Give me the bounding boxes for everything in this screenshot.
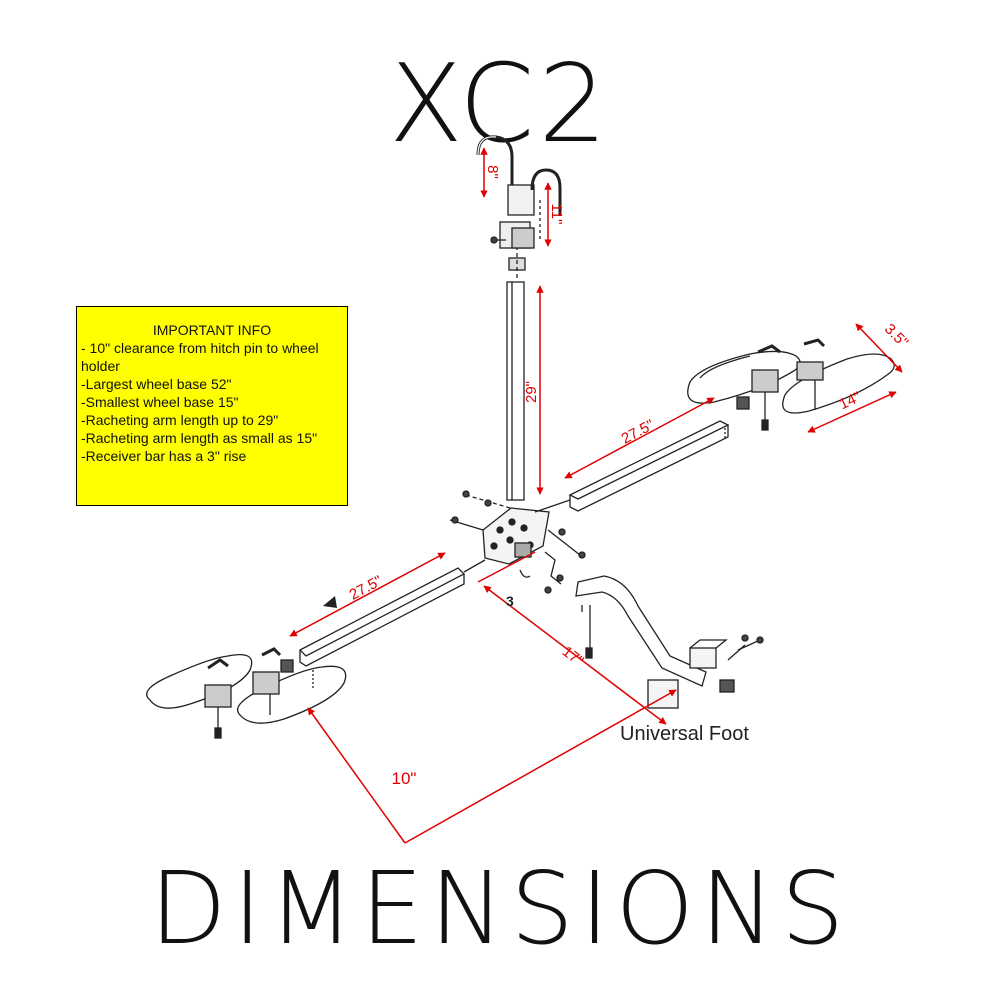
info-line: -Racheting arm length as small as 15" [81, 430, 318, 446]
important-info-box: IMPORTANT INFO - 10" clearance from hitc… [76, 306, 348, 506]
info-line: -Receiver bar has a 3" rise [81, 448, 247, 464]
info-line: -Smallest wheel base 15" [81, 394, 239, 410]
label-hook-height: 8" [484, 165, 501, 179]
pointer-triangle-icon [323, 596, 337, 608]
top-hooks [476, 135, 562, 249]
label-clearance: 10" [392, 769, 417, 788]
left-arm-arrow [289, 552, 446, 637]
vertical-mast [506, 225, 526, 501]
label-hitch-length: 17" [559, 643, 587, 670]
label-upper-hook: 11" [548, 204, 565, 225]
label-vertical-arm: 29" [523, 381, 540, 403]
dimensions-heading: DIMENSIONS [149, 850, 851, 967]
info-line: -Racheting arm length up to 29" [81, 412, 279, 428]
info-line: -Largest wheel base 52" [81, 376, 232, 392]
right-trays [687, 338, 895, 431]
label-tray-width: 3.5" [881, 321, 912, 352]
product-title: XC2 [388, 42, 612, 167]
label-left-arm: 27.5" [347, 572, 385, 603]
right-arm-arrow [564, 397, 715, 479]
tray-width-arrow [855, 323, 903, 373]
label-right-arm: 27.5" [619, 416, 657, 447]
hitch-length-arrow [483, 585, 667, 725]
rack-line-art [146, 135, 895, 739]
info-line: - 10" clearance from hitch pin to wheel … [81, 340, 319, 374]
left-trays [146, 647, 347, 739]
hitch-leader [477, 551, 536, 583]
tray-length-arrow [807, 391, 897, 433]
hitch-bar [575, 575, 764, 709]
label-universal-foot: Universal Foot [620, 723, 749, 745]
info-heading: IMPORTANT INFO [152, 322, 272, 338]
dimension-lines [289, 147, 903, 844]
clearance-arrow-a [307, 707, 406, 844]
clearance-arrow-b [404, 689, 677, 844]
right-arm [534, 396, 750, 513]
hub-plate [449, 490, 586, 594]
label-rise: 3 [506, 593, 514, 609]
